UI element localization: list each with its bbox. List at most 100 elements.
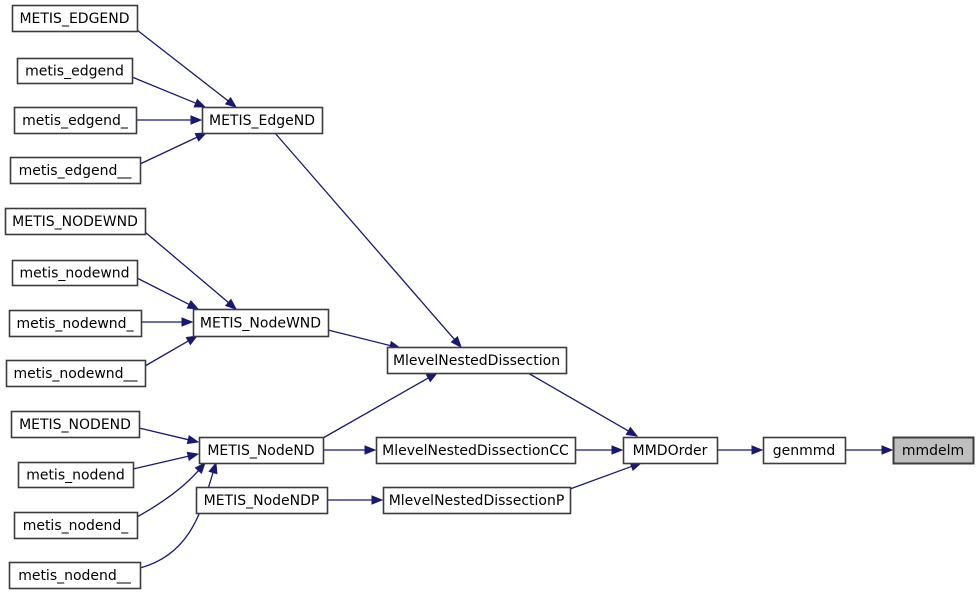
- node-box[interactable]: [4, 207, 147, 236]
- node-label: metis_nodend_: [23, 518, 130, 534]
- node-mlevelnesteddissectioncc[interactable]: MlevelNestedDissectionCC: [375, 436, 577, 465]
- node-mlevelnesteddissection[interactable]: MlevelNestedDissection: [386, 346, 568, 375]
- node-label: genmmd: [773, 443, 836, 459]
- node-box[interactable]: [192, 308, 330, 338]
- arrowhead-icon: [185, 335, 199, 346]
- arrowhead-icon: [181, 317, 194, 327]
- node-label: METIS_NODEWND: [12, 214, 138, 230]
- node-label: METIS_NODEND: [19, 417, 131, 433]
- node-box[interactable]: [198, 436, 325, 465]
- node-label: metis_nodend__: [18, 568, 132, 584]
- node-metis-nodend[interactable]: METIS_NODEND: [10, 410, 141, 439]
- edge-metis-nodend-to-metis-nodend: [132, 451, 200, 470]
- node-label: metis_nodewnd: [19, 266, 129, 282]
- node-label: MlevelNestedDissection: [393, 353, 560, 369]
- edge-metis-nodend--to-metis-nodend: [136, 461, 206, 518]
- arrowhead-icon: [881, 445, 894, 455]
- node-mlevelnesteddissectionp[interactable]: MlevelNestedDissectionP: [382, 486, 572, 515]
- arrowhead-icon: [190, 115, 203, 125]
- node-metis-edgend-[interactable]: metis_edgend_: [13, 106, 138, 135]
- node-metis-edgend[interactable]: metis_edgend: [16, 57, 134, 85]
- arrowhead-icon: [224, 96, 238, 108]
- edge-metis-nodendp-to-mlevelnesteddissectionp: [327, 495, 384, 505]
- node-box[interactable]: [11, 259, 139, 287]
- node-label: metis_edgend_: [22, 113, 129, 129]
- node-metis-edgend[interactable]: METIS_EDGEND: [11, 4, 139, 33]
- node-metis-nodend--[interactable]: metis_nodend__: [8, 561, 142, 590]
- edge-metis-nodend---to-metis-nodend: [139, 461, 218, 569]
- node-box[interactable]: [622, 436, 719, 465]
- node-label: METIS_NodeWND: [200, 316, 321, 332]
- node-box[interactable]: [8, 309, 143, 338]
- node-box[interactable]: [375, 436, 577, 465]
- node-label: METIS_EDGEND: [19, 11, 129, 27]
- edge-metis-edgend-to-metis-edgend: [136, 29, 238, 108]
- node-metis-nodewnd[interactable]: METIS_NodeWND: [192, 308, 330, 338]
- arrowhead-icon: [364, 445, 377, 455]
- node-metis-nodewnd-[interactable]: metis_nodewnd_: [8, 309, 143, 338]
- node-metis-nodend[interactable]: METIS_NodeND: [198, 436, 325, 465]
- node-box[interactable]: [201, 106, 324, 135]
- node-metis-nodend-[interactable]: metis_nodend_: [13, 511, 139, 540]
- node-label: METIS_NodeND: [207, 443, 314, 459]
- node-box[interactable]: [13, 106, 138, 135]
- arrowhead-icon: [186, 300, 200, 310]
- node-box[interactable]: [11, 4, 139, 33]
- node-box[interactable]: [762, 436, 847, 465]
- node-mmdelm: mmdelm: [892, 436, 975, 465]
- arrowhead-icon: [751, 445, 764, 455]
- edge-mmdorder-to-genmmd: [717, 445, 764, 455]
- arrowhead-icon: [208, 461, 218, 475]
- edge-mlevelnesteddissectioncc-to-mmdorder: [575, 445, 624, 455]
- node-label: metis_nodewnd_: [16, 316, 134, 332]
- node-label: metis_edgend: [25, 64, 124, 80]
- edge-mlevelnesteddissection-to-mmdorder: [527, 372, 639, 437]
- node-metis-nodewnd--[interactable]: metis_nodewnd__: [5, 359, 147, 388]
- node-metis-nodewnd[interactable]: METIS_NODEWND: [4, 207, 147, 236]
- arrowhead-icon: [194, 132, 208, 142]
- edge-metis-nodend-to-metis-nodend: [138, 427, 200, 445]
- node-mmdorder[interactable]: MMDOrder: [622, 436, 719, 465]
- edge-metis-nodewnd-to-mlevelnesteddissection: [327, 329, 402, 351]
- node-box: [892, 436, 975, 465]
- node-box[interactable]: [17, 461, 135, 489]
- arrowhead-icon: [224, 298, 238, 310]
- node-label: MlevelNestedDissectionCC: [382, 443, 569, 459]
- edge-metis-nodewnd-to-metis-nodewnd: [136, 277, 200, 310]
- node-box[interactable]: [382, 486, 572, 515]
- node-metis-nodendp[interactable]: METIS_NodeNDP: [195, 486, 329, 515]
- arrowhead-icon: [450, 335, 462, 349]
- node-genmmd[interactable]: genmmd: [762, 436, 847, 465]
- node-metis-edgend[interactable]: METIS_EdgeND: [201, 106, 324, 135]
- edge-metis-edgend---to-metis-edgend: [139, 132, 208, 165]
- edge-metis-edgend-to-metis-edgend: [131, 76, 207, 108]
- arrowhead-icon: [371, 495, 384, 505]
- arrowhead-icon: [186, 434, 200, 445]
- node-metis-edgend--[interactable]: metis_edgend__: [9, 156, 142, 185]
- node-metis-nodewnd[interactable]: metis_nodewnd: [11, 259, 139, 287]
- node-label: metis_nodewnd__: [13, 366, 138, 382]
- edge-metis-edgend--to-metis-edgend: [136, 115, 203, 125]
- edge-mlevelnesteddissectionp-to-mmdorder: [569, 462, 643, 490]
- node-metis-nodend[interactable]: metis_nodend: [17, 461, 135, 489]
- arrowhead-icon: [611, 445, 624, 455]
- edge-metis-nodewnd---to-metis-nodewnd: [144, 335, 199, 367]
- node-box[interactable]: [10, 410, 141, 439]
- node-box[interactable]: [195, 486, 329, 515]
- node-box[interactable]: [13, 511, 139, 540]
- node-box[interactable]: [386, 346, 568, 375]
- node-label: metis_edgend__: [19, 163, 133, 179]
- edge-genmmd-to-mmdelm: [845, 445, 894, 455]
- node-label: METIS_EdgeND: [209, 113, 315, 129]
- edge-metis-nodewnd-to-metis-nodewnd: [144, 231, 238, 310]
- node-box[interactable]: [16, 57, 134, 85]
- node-box[interactable]: [8, 561, 142, 590]
- node-box[interactable]: [9, 156, 142, 185]
- edge-metis-nodend-to-mlevelnesteddissection: [322, 372, 439, 439]
- node-label: mmdelm: [902, 443, 964, 459]
- node-box[interactable]: [5, 359, 147, 388]
- node-label: MlevelNestedDissectionP: [389, 493, 565, 509]
- arrowhead-icon: [193, 98, 207, 108]
